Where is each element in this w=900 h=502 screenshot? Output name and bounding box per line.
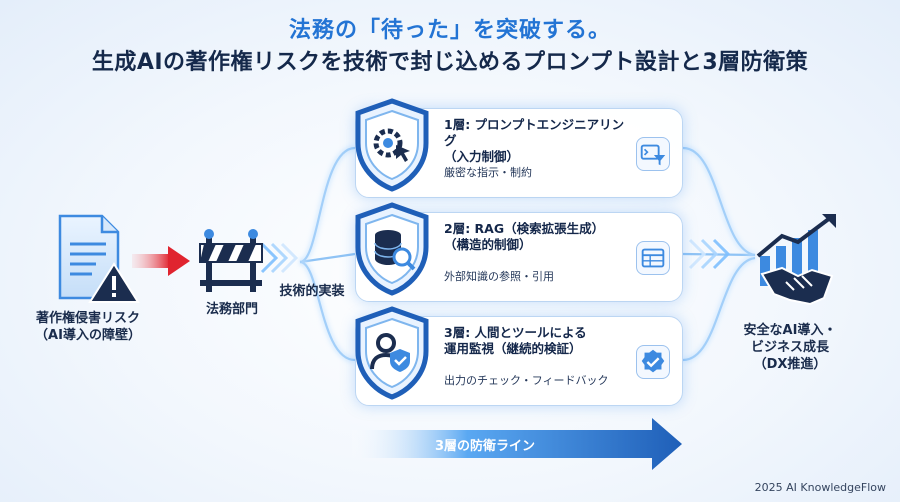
page-subtitle: 生成AIの著作権リスクを技術で封じ込めるプロンプト設計と3層防衛策	[91, 50, 809, 75]
layer-2-title: 2層: RAG（検索拡張生成） （構造的制御）	[444, 221, 605, 252]
layer-3-desc: 出力のチェック・フィードバック	[444, 374, 609, 387]
handshake-growth-icon	[756, 214, 836, 306]
legal-dept-label: 法務部門	[205, 302, 258, 317]
layer-3-title: 3層: 人間とツールによる 運用監視（継続的検証）	[444, 325, 587, 356]
flow-branch-bot	[299, 260, 356, 362]
layer-card-1: 1層: プロンプトエンジニアリング （入力制御） 厳密な指示・制約	[355, 98, 683, 198]
flow-merge-mid	[682, 252, 756, 257]
footer-credit: 2025 AI KnowledgeFlow	[754, 481, 886, 494]
shield-user-check-icon	[355, 306, 429, 400]
risk-arrow	[132, 246, 190, 276]
implementation-label: 技術的実装	[279, 284, 345, 299]
layer-card-3: 3層: 人間とツールによる 運用監視（継続的検証） 出力のチェック・フィードバッ…	[355, 306, 683, 406]
flow-branch-top	[299, 146, 356, 264]
defense-line-arrow	[352, 418, 682, 470]
layer-1-title: 1層: プロンプトエンジニアリング （入力制御）	[444, 117, 625, 164]
chevron-beam-right	[688, 238, 731, 270]
table-icon	[636, 241, 670, 275]
outcome-label: 安全なAI導入・ ビジネス成長 （DX推進）	[743, 323, 837, 372]
barrier-icon	[199, 229, 263, 292]
page-title: 法務の「待った」を突破する。	[288, 18, 611, 43]
check-badge-icon	[636, 345, 670, 379]
defense-line-label: 3層の防衛ライン	[434, 439, 536, 454]
layer-1-desc: 厳密な指示・制約	[444, 166, 532, 179]
risk-label: 著作権侵害リスク （AI導入の障壁）	[35, 311, 141, 343]
chevron-beam-left	[260, 242, 299, 274]
flow-branch-mid	[299, 252, 356, 264]
shield-database-search-icon	[355, 202, 429, 296]
document-warning-icon	[58, 214, 140, 303]
layer-2-desc: 外部知識の参照・引用	[444, 270, 554, 283]
terminal-filter-icon	[636, 137, 670, 171]
layer-card-2: 2層: RAG（検索拡張生成） （構造的制御） 外部知識の参照・引用	[355, 202, 683, 302]
shield-gear-cursor-icon	[355, 98, 429, 192]
